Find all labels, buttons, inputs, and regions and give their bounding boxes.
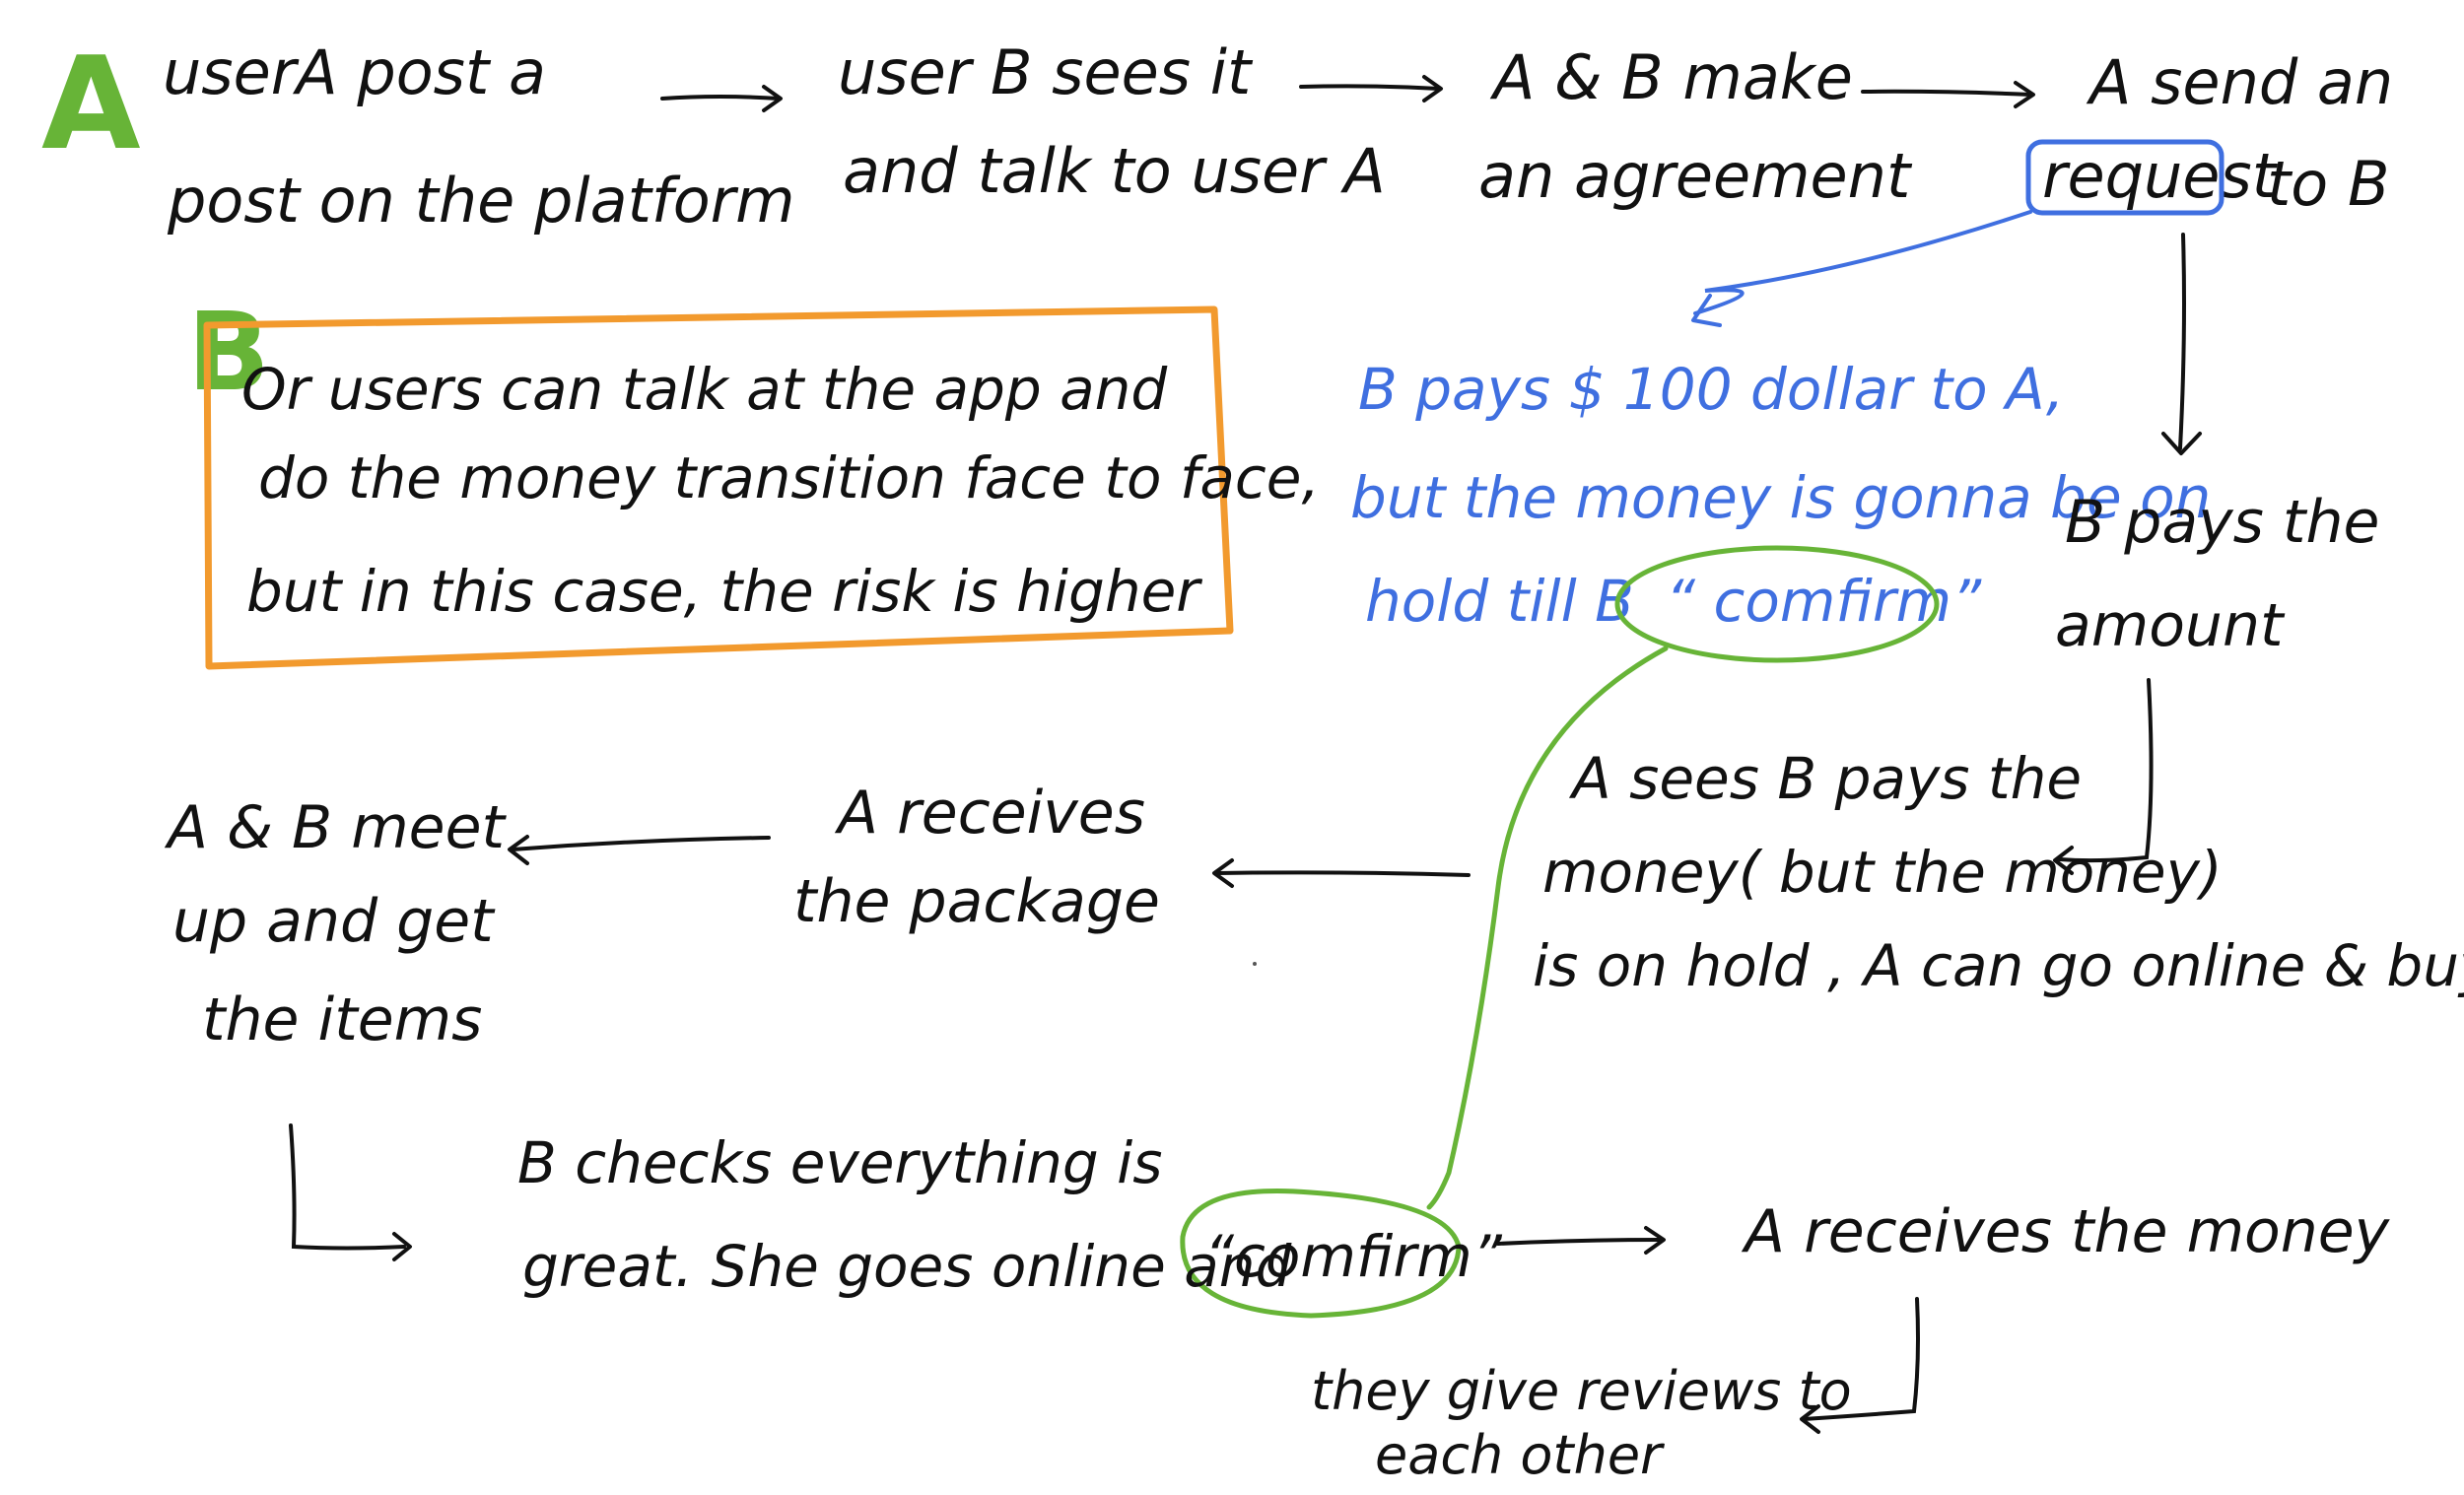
stray-dot [1253,962,1257,966]
step-sees-payment-line-3: is on hold , A can go online & buy [1533,932,2464,999]
confirm-loop [1180,545,1940,1319]
arrow-money-to-reviews [1802,1297,1920,1421]
alternative-line-2: do the money transition face to face, [258,444,1320,511]
arrow-package-to-meet-head [508,835,529,865]
confirm-loop-connector [1426,646,1669,1210]
alternative-line-3: but in this case, the risk is higher [246,558,1202,625]
step-send-request-word: request [2042,140,2279,212]
step-sees-payment-line-2: money( but the money) [1542,839,2223,906]
blue-note-line-3: hold till B [1365,568,1634,635]
step-agreement: A & B make an agreement [1478,41,1913,212]
arrow-request-to-note [1693,210,2032,315]
step-agreement-line-2: an agreement [1478,140,1913,212]
arrow-pays-to-sees-head [2053,846,2074,875]
step-agreement-line-1: A & B make [1489,41,1853,113]
request-highlight-box [2025,139,2224,216]
alternative-note: Or users can talk at the app and do the … [241,356,1320,625]
arrow-pays-to-sees [2058,678,2154,863]
step-package-line-1: A receives [834,779,1145,848]
step-sees: user B sees it and talk to user A [838,36,1386,207]
arrow-post-to-sees-head [762,85,783,112]
arrow-sees-to-package [1215,870,1471,877]
step-send-line-2-suffix: to B [2267,148,2389,220]
step-pays-line-1: B pays the [2065,488,2379,557]
step-checks-line-1: B checks everything is [517,1129,1163,1196]
step-checks: B checks everything is great. She goes o… [517,1129,1503,1300]
blue-note-line-2: but the money is gonna be on [1350,464,2211,531]
section-b-label: B [187,289,270,415]
step-sees-line-1: user B sees it [838,36,1254,108]
step-reviews-line-1: they give reviews to [1311,1360,1852,1422]
confirm-loop-top [1614,545,1940,663]
step-package-line-2: the package [793,867,1160,936]
arrow-send-to-pays [2178,233,2186,450]
step-reviews: they give reviews to each other [1311,1360,1852,1486]
step-send-line-1: A send an [2086,46,2393,118]
arrows-row-1 [660,75,2035,112]
blue-note: B pays $ 100 dollar to A, but the money … [1350,356,2211,635]
alternative-line-1: Or users can talk at the app and [241,356,1168,423]
arrow-confirm-to-money-head [1644,1226,1666,1255]
step-post-line-2: post on the platform [167,165,795,237]
step-send-request: A send an request to B [2042,46,2393,220]
arrow-money-to-reviews-head [1800,1404,1820,1434]
step-checks-line-2: great. She goes online and [522,1233,1292,1300]
step-meet-up: A & B meet up and get the items [164,793,507,1054]
step-sees-line-2: and talk to user A [843,135,1386,207]
step-sees-payment-line-1: A sees B pays the [1568,745,2082,812]
step-receives-money: A receives the money [1741,1197,2391,1266]
step-post-line-1: userA post a [163,36,546,108]
section-a-label: A [41,29,141,178]
arrow-sees-to-package-head [1212,858,1234,888]
step-pays-line-2: amount [2055,591,2286,660]
step-meet-line-2: up and get [172,887,496,956]
arrow-post-to-sees [660,95,781,101]
step-meet-line-3: the items [202,985,482,1054]
arrow-agreement-to-send [1861,89,2032,97]
step-pays-amount: B pays the amount [2055,488,2379,660]
confirm-loop-bottom [1180,1188,1462,1319]
arrow-sees-to-agreement [1299,84,1441,91]
arrow-confirm-to-money [1496,1238,1663,1246]
blue-note-line-1: B pays $ 100 dollar to A, [1358,356,2064,423]
step-post: userA post a post on the platform [163,36,795,237]
step-reviews-line-2: each other [1375,1424,1665,1486]
step-receives-package: A receives the package [793,779,1160,936]
arrow-sees-to-agreement-head [1422,75,1443,102]
arrow-request-to-note-head [1691,294,1722,327]
step-sees-payment: A sees B pays the money( but the money) … [1533,745,2464,999]
arrow-send-to-pays-head [2161,432,2202,455]
step-meet-line-1: A & B meet [164,793,507,862]
arrow-meet-to-checks-head [392,1232,412,1261]
alternative-box [203,306,1234,670]
arrow-meet-to-checks [289,1123,406,1251]
step-checks-confirm: “comfirm” [1204,1223,1503,1290]
arrow-package-to-meet [511,836,771,851]
arrow-agreement-to-send-head [2014,81,2035,108]
